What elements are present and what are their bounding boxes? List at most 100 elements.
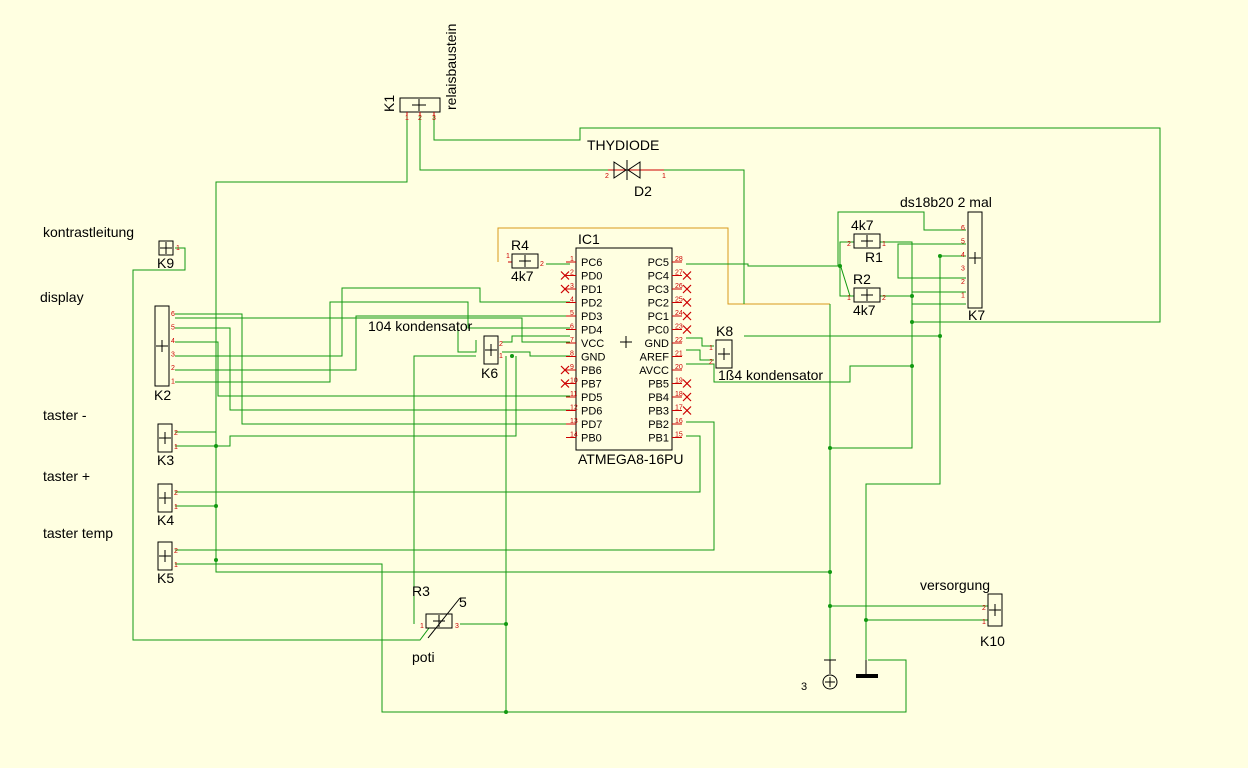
no-connect-mark xyxy=(560,284,570,294)
ic1-pin-label: PB5 xyxy=(648,379,669,391)
k6-ref-label: K6 xyxy=(481,365,498,381)
k2-ref-label: K2 xyxy=(154,387,171,403)
ic1-pin-number: 24 xyxy=(675,310,683,317)
k1-ref-label: K1 xyxy=(381,95,397,112)
ic1-pin-number: 23 xyxy=(675,324,683,331)
ic1-right-pins: 28PC527PC426PC325PC224PC123PC022GND21ARE… xyxy=(639,256,692,445)
junction-dot xyxy=(510,354,514,358)
k7-pin-number: 2 xyxy=(961,279,965,286)
ic1-pin-label: PD7 xyxy=(581,419,602,431)
junction-dot xyxy=(828,570,832,574)
k1-relay-connector[interactable]: 1 2 3 K1 relaisbaustein xyxy=(381,24,459,122)
ic1-pin-number: 20 xyxy=(675,364,683,371)
d2-ref-label: D2 xyxy=(634,183,652,199)
k4-pin-number: 2 xyxy=(174,490,178,497)
junction-dot xyxy=(504,710,508,714)
junction-dot xyxy=(910,294,914,298)
ic1-pin-label: PC4 xyxy=(648,271,669,283)
wire-k2-1 xyxy=(175,301,570,383)
ic1-name-label: ATMEGA8-16PU xyxy=(578,451,684,467)
k6-pin-number: 2 xyxy=(499,341,503,348)
d2-thyristor-diode[interactable]: 2 1 THYDIODE D2 xyxy=(587,137,666,199)
ic1-pin-label: PB0 xyxy=(581,433,602,445)
junction-dot xyxy=(214,504,218,508)
ic1-pin-label: PC1 xyxy=(648,311,669,323)
k5-pin-number: 2 xyxy=(174,548,178,555)
wire-k2-5 xyxy=(175,327,570,411)
k5-button-connector[interactable]: 2 1 taster temp K5 xyxy=(43,525,178,586)
k2-name-label: display xyxy=(40,289,84,305)
k8-name-label: 1ß4 kondensator xyxy=(718,367,823,383)
wire-pc6-loop xyxy=(497,227,830,305)
ic1-pin-number: 6 xyxy=(570,324,574,331)
ic1-pin-number: 18 xyxy=(675,391,683,398)
r3-pin-number: 3 xyxy=(455,623,459,630)
r2-value-label: 4k7 xyxy=(853,302,876,318)
ic1-pin-number: 7 xyxy=(570,337,574,344)
k7-pin-number: 1 xyxy=(961,293,965,300)
k3-button-connector[interactable]: 2 1 taster - K3 xyxy=(43,407,178,468)
no-connect-mark xyxy=(560,379,570,388)
ic1-pin-number: 26 xyxy=(675,283,683,290)
no-connect-mark xyxy=(682,271,692,280)
ic1-ref-label: IC1 xyxy=(578,231,600,247)
wire-k4-2 xyxy=(175,435,701,493)
k4-button-connector[interactable]: 2 1 taster + K4 xyxy=(43,468,178,528)
vcc-symbol: 3 xyxy=(801,659,838,693)
wire-k5-gnd xyxy=(215,560,830,573)
k6-capacitor-connector[interactable]: 2 1 104 kondensator K6 xyxy=(368,318,503,381)
r1-pin-number: 1 xyxy=(882,241,886,248)
wires xyxy=(132,113,1161,713)
k8-capacitor-connector[interactable]: 1 2 K8 1ß4 kondensator xyxy=(709,323,823,383)
d2-triangle-left xyxy=(613,161,627,179)
ic1-pin-number: 9 xyxy=(570,364,574,371)
ic1-pin-number: 8 xyxy=(570,351,574,358)
ic1-pin-label: PB4 xyxy=(648,392,669,404)
r4-pin-number: 2 xyxy=(540,261,544,268)
k7-pin-number: 3 xyxy=(961,266,965,273)
r2-resistor[interactable]: 1 2 R2 4k7 xyxy=(847,271,886,318)
k10-supply-connector[interactable]: 2 1 versorgung K10 xyxy=(920,577,1005,649)
wire-k2-4 xyxy=(175,341,570,397)
r1-value-label: 4k7 xyxy=(851,217,874,233)
wire-k2-2 xyxy=(175,315,570,371)
k9-contrast-connector[interactable]: 1 kontrastleitung K9 xyxy=(43,224,180,271)
k1-pin-number: 1 xyxy=(405,115,409,122)
k3-pin-number: 1 xyxy=(174,444,178,451)
wire-k2-6 xyxy=(175,313,570,425)
k10-pin-number: 1 xyxy=(982,619,986,626)
ic1-pin-number: 5 xyxy=(570,310,574,317)
k10-pin-number: 2 xyxy=(982,605,986,612)
k2-pin-number: 6 xyxy=(171,311,175,318)
wire-k7-4 xyxy=(865,255,966,660)
ic1-pin-label: PD3 xyxy=(581,311,602,323)
ic1-pin-label: PC3 xyxy=(648,284,669,296)
r3-ref-label: R3 xyxy=(412,583,430,599)
ic1-pin-number: 16 xyxy=(675,418,683,425)
vcc-number: 3 xyxy=(801,681,807,693)
r3-pin-number: 1 xyxy=(420,623,424,630)
junction-dot xyxy=(910,320,914,324)
wire-k2-3 xyxy=(175,287,570,357)
wire-k2-3b xyxy=(175,317,570,343)
r1-resistor[interactable]: 2 1 4k7 R1 xyxy=(847,217,886,265)
wire-k6-c xyxy=(502,351,570,357)
wire-aref xyxy=(686,349,714,361)
r3-potentiometer[interactable]: 1 3 5 R3 poti xyxy=(412,583,467,665)
ic1-pin-number: 4 xyxy=(570,297,574,304)
ic1-pin-number: 2 xyxy=(570,270,574,277)
wire-k5-1 xyxy=(175,563,907,713)
d2-pin-number: 2 xyxy=(605,173,609,180)
ic1-pin-label: AREF xyxy=(640,352,670,364)
k5-pin-number: 1 xyxy=(174,562,178,569)
wire-pc5 xyxy=(686,211,966,267)
r4-resistor[interactable]: 1 2 R4 4k7 xyxy=(506,237,544,284)
ic1-pin-label: PB6 xyxy=(581,365,602,377)
ic1-pin-number: 10 xyxy=(570,378,578,385)
ic1-pin-label: PC2 xyxy=(648,298,669,310)
k3-ref-label: K3 xyxy=(157,452,174,468)
